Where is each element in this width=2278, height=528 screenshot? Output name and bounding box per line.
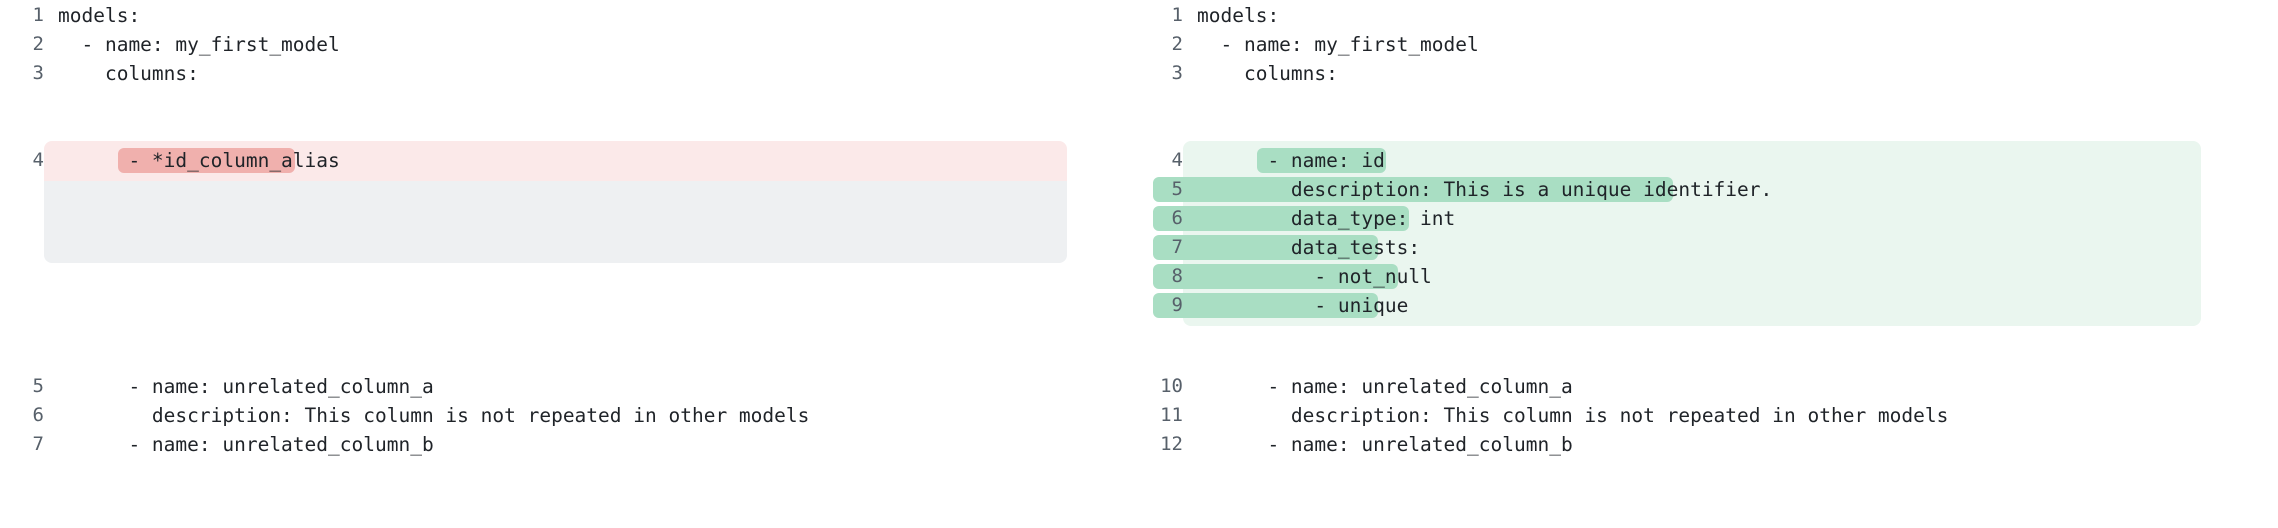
line-number: 3 (32, 62, 44, 84)
line-content[interactable]: - name: my_first_model (44, 31, 1139, 58)
line-content[interactable]: - name: unrelated_column_a (1183, 373, 2278, 400)
line-number: 5 (1171, 178, 1183, 200)
line-text: - name: unrelated_column_b (1197, 433, 1573, 456)
deleted-block-placeholder (44, 181, 1067, 263)
diff-line[interactable]: 3 columns: (1139, 60, 2278, 87)
diff-line[interactable]: 10 - name: unrelated_column_a (1139, 373, 2278, 400)
line-content[interactable]: description: This column is not repeated… (44, 402, 1139, 429)
diff-line[interactable]: 2 - name: my_first_model (1139, 31, 2278, 58)
line-text: description: This column is not repeated… (58, 404, 810, 427)
line-number: 12 (1160, 433, 1183, 455)
line-content[interactable]: - name: unrelated_column_b (1183, 431, 2278, 458)
added-word-highlight (1153, 235, 1378, 260)
diff-line[interactable]: 5 - name: unrelated_column_a (0, 373, 1139, 400)
line-text: data_type: int (1197, 207, 1456, 230)
line-number: 7 (32, 433, 44, 455)
line-text: columns: (1197, 62, 1338, 85)
line-content[interactable]: columns: (44, 60, 1139, 87)
diff-line[interactable]: 2 - name: my_first_model (0, 31, 1139, 58)
line-number: 2 (1171, 33, 1183, 55)
line-number: 9 (1171, 294, 1183, 316)
line-content[interactable]: - name: unrelated_column_a (44, 373, 1139, 400)
diff-pane-after: 1 models: 2 - name: my_first_model 3 col… (1139, 0, 2278, 528)
line-number: 7 (1171, 236, 1183, 258)
line-content[interactable]: description: This column is not repeated… (1183, 402, 2278, 429)
deleted-word-highlight (118, 148, 295, 173)
diff-line[interactable]: 6 description: This column is not repeat… (0, 402, 1139, 429)
diff-line-added[interactable]: 8 - not_null (1139, 263, 2278, 290)
line-content[interactable]: - name: id (1183, 147, 2278, 174)
line-text: data_tests: (1197, 236, 1421, 259)
line-number: 8 (1171, 265, 1183, 287)
line-number: 10 (1160, 375, 1183, 397)
diff-line-added[interactable]: 9 - unique (1139, 292, 2278, 319)
diff-line-added[interactable]: 7 data_tests: (1139, 234, 2278, 261)
line-number: 3 (1171, 62, 1183, 84)
right-highlight-layer (1139, 0, 2278, 528)
line-text: description: This column is not repeated… (1197, 404, 1949, 427)
line-content[interactable]: - *id_column_alias (44, 147, 1139, 174)
line-text: - name: unrelated_column_b (58, 433, 434, 456)
diff-line-added[interactable]: 6 data_type: int (1139, 205, 2278, 232)
diff-line[interactable]: 1 models: (1139, 2, 2278, 29)
line-text: - name: id (1197, 149, 1385, 172)
diff-line[interactable]: 7 - name: unrelated_column_b (0, 431, 1139, 458)
line-content[interactable]: - unique (1183, 292, 2278, 319)
line-number: 6 (32, 404, 44, 426)
diff-line[interactable]: 3 columns: (0, 60, 1139, 87)
added-word-highlight (1257, 148, 1386, 173)
diff-line[interactable]: 11 description: This column is not repea… (1139, 402, 2278, 429)
diff-line-added[interactable]: 4 - name: id (1139, 147, 2278, 174)
line-content[interactable]: models: (44, 2, 1139, 29)
line-number: 4 (32, 149, 44, 171)
line-content[interactable]: - name: unrelated_column_b (44, 431, 1139, 458)
line-content[interactable]: columns: (1183, 60, 2278, 87)
line-text: - *id_column_alias (58, 149, 340, 172)
diff-line-added[interactable]: 5 description: This is a unique identifi… (1139, 176, 2278, 203)
added-word-highlight (1153, 264, 1398, 289)
diff-pane-before: 1 models: 2 - name: my_first_model 3 col… (0, 2, 1139, 458)
line-text: - name: unrelated_column_a (1197, 375, 1573, 398)
diff-line-deleted[interactable]: 4 - *id_column_alias (0, 147, 1139, 174)
line-content[interactable]: data_tests: (1183, 234, 2278, 261)
line-text: description: This is a unique identifier… (1197, 178, 1773, 201)
line-number: 2 (32, 33, 44, 55)
line-content[interactable]: - not_null (1183, 263, 2278, 290)
added-word-highlight (1153, 177, 1673, 202)
line-text: - name: my_first_model (1197, 33, 1479, 56)
line-number: 11 (1160, 404, 1183, 426)
line-number: 4 (1171, 149, 1183, 171)
added-word-highlight (1153, 206, 1409, 231)
line-number: 1 (1171, 4, 1183, 26)
line-content[interactable]: models: (1183, 2, 2278, 29)
line-text: - name: my_first_model (58, 33, 340, 56)
line-text: - not_null (1197, 265, 1432, 288)
left-highlight-layer (44, 141, 1067, 263)
line-text: columns: (58, 62, 199, 85)
diff-line[interactable]: 12 - name: unrelated_column_b (1139, 431, 2278, 458)
line-content[interactable]: description: This is a unique identifier… (1183, 176, 2278, 203)
added-word-highlight (1153, 293, 1378, 318)
line-number: 6 (1171, 207, 1183, 229)
line-text: models: (1197, 4, 1280, 27)
line-text: - name: unrelated_column_a (58, 375, 434, 398)
line-content[interactable]: data_type: int (1183, 205, 2278, 232)
line-content[interactable]: - name: my_first_model (1183, 31, 2278, 58)
diff-line[interactable]: 1 models: (0, 2, 1139, 29)
line-text: - unique (1197, 294, 1409, 317)
line-number: 1 (32, 4, 44, 26)
line-text: models: (58, 4, 141, 27)
line-number: 5 (32, 375, 44, 397)
